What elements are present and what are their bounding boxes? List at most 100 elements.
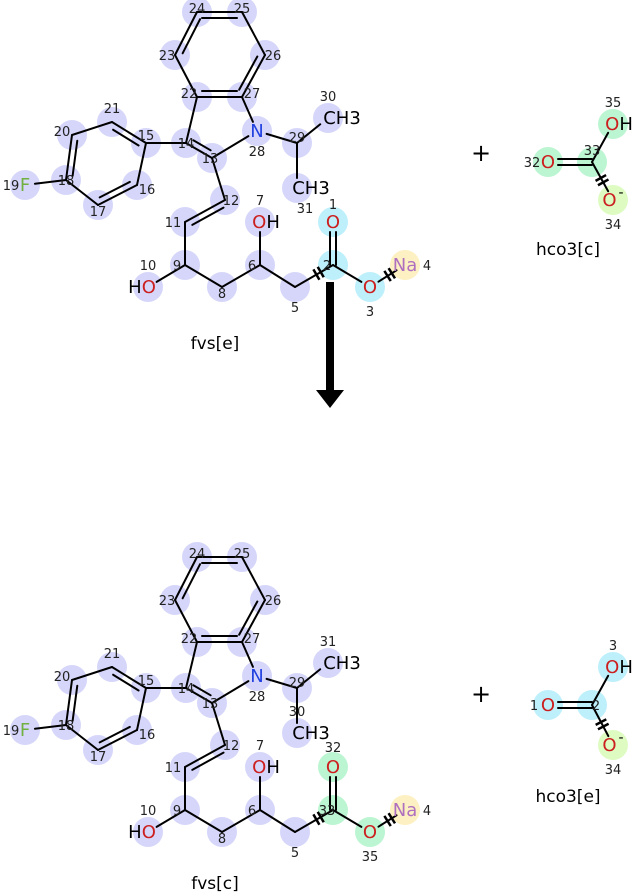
atom-number-2: 2 [323, 259, 331, 274]
atom-33: 33 [584, 144, 601, 159]
bond-18-17-line [65, 724, 99, 751]
atom-15: 15 [138, 674, 155, 689]
atom-22: 22 [181, 632, 198, 647]
atom-number-10: 10 [140, 804, 157, 819]
atom-28: N 28 [249, 666, 266, 705]
bond-27-22 [196, 90, 243, 98]
atom-number-25: 25 [234, 547, 251, 562]
bond-25-26-line [241, 11, 266, 56]
bond-28-27 [241, 641, 254, 668]
bond-23-24-line [174, 556, 198, 601]
bond-33-35-line [332, 809, 363, 828]
atom-11: 11 [165, 216, 182, 231]
atom-charge: - [619, 730, 624, 746]
atom-number-21: 21 [104, 102, 121, 117]
atom-number-15: 15 [138, 674, 155, 689]
atom-2: 2 [323, 259, 331, 274]
atom-element-30: CH3 [292, 723, 330, 744]
atom-number-8: 8 [218, 832, 226, 847]
bond-25-26-line [241, 556, 266, 601]
bond-15-21-line [111, 666, 147, 689]
atom-number-19: 19 [3, 724, 20, 739]
atom-highlight-35 [355, 817, 385, 847]
bond-5-33 [294, 809, 334, 833]
atom-number-12: 12 [223, 739, 240, 754]
atom-3: O3 [363, 277, 377, 320]
atom-27: 27 [244, 87, 261, 102]
atom-number-9: 9 [173, 259, 181, 274]
atom-number-5: 5 [291, 301, 299, 316]
atom-27: 27 [244, 632, 261, 647]
atom-symbol: O [252, 212, 266, 233]
atom-8: 8 [218, 287, 226, 302]
atom-11: 11 [165, 761, 182, 776]
atom-symbol: O [363, 822, 377, 843]
atom-34: O-34 [602, 730, 623, 778]
bond-29-30-line [296, 123, 322, 144]
atom-19: F19 [3, 175, 30, 196]
atom-highlight-1 [318, 207, 348, 237]
bond-24-25 [196, 556, 243, 564]
atom-14: 14 [178, 137, 195, 152]
bond-28-27 [241, 96, 254, 123]
bond-14-13-inner-line [192, 684, 212, 697]
atom-number-29: 29 [289, 131, 306, 146]
bond-break-mark [383, 815, 392, 827]
atom-number-3: 3 [609, 639, 617, 654]
atom-17: 17 [90, 205, 107, 220]
atom-element-28: N [250, 666, 263, 687]
bond-22-14 [185, 641, 198, 689]
molecule-name-fvs-c: fvs[c] [191, 874, 239, 894]
atom-number-23: 23 [159, 594, 176, 609]
bond-25-26 [241, 11, 266, 56]
atom-33: 33 [319, 804, 336, 819]
bond-22-14-line [185, 96, 198, 144]
bond-28-27-line [241, 641, 254, 668]
atom-10: HO 10 [128, 259, 156, 298]
atom-24: 24 [189, 2, 206, 17]
atom-highlights [10, 0, 420, 302]
atom-number-20: 20 [54, 125, 71, 140]
atom-highlight-19 [10, 170, 40, 200]
bond-21-20-line [71, 121, 113, 136]
bond-22-23-line [174, 599, 198, 643]
atom-symbol: O [326, 212, 340, 233]
bond-18-17 [65, 724, 99, 751]
atom-number-18: 18 [58, 174, 75, 189]
atom-number-23: 23 [159, 49, 176, 64]
atom-highlight-19 [10, 715, 40, 745]
atom-charge: - [619, 185, 624, 201]
atom-12: 12 [223, 739, 240, 754]
atom-32: O32 [524, 152, 555, 173]
atom-number-15: 15 [138, 129, 155, 144]
atom-element-10: HO [128, 277, 156, 298]
bond-20-18-line [65, 134, 73, 181]
atom-number-9: 9 [173, 804, 181, 819]
bond-12-11-inner-line [191, 751, 225, 771]
atom-number-10: 10 [140, 259, 157, 274]
bond-12-11 [184, 199, 226, 226]
bond-17-16 [97, 725, 138, 751]
atom-12: 12 [223, 194, 240, 209]
atom-number-14: 14 [178, 137, 195, 152]
atom-element-34: O- [602, 185, 623, 211]
atom-16: 16 [139, 183, 156, 198]
atom-highlight-3 [355, 272, 385, 302]
atom-number-33: 33 [584, 144, 601, 159]
bond-16-15 [136, 687, 147, 731]
bond-22-14 [185, 96, 198, 144]
atom-35: O35 [362, 822, 379, 865]
atom-element-34: O- [602, 730, 623, 756]
bond-break-mark [595, 718, 607, 726]
atom-symbol: O [541, 695, 555, 716]
atom-number-24: 24 [189, 547, 206, 562]
atom-number-28: 28 [249, 690, 266, 705]
bond-17-16-line [97, 184, 138, 206]
atom-highlight-30 [282, 718, 312, 748]
atom-number-6: 6 [248, 804, 256, 819]
